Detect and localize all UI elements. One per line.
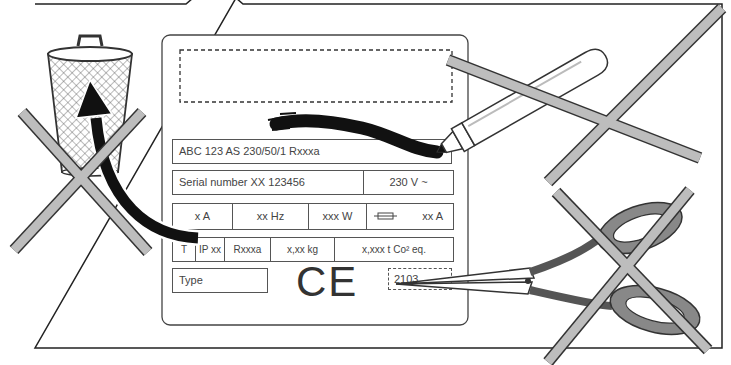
trash-can <box>48 36 132 176</box>
scissors-shank <box>530 290 612 306</box>
plate-cell: xx A <box>366 203 454 230</box>
pen-cone <box>439 131 463 156</box>
arrow-head <box>76 80 112 118</box>
cell-text: x A <box>195 210 210 222</box>
plate-cell: 230 V ~ <box>363 170 454 195</box>
plate-cell: 2103 <box>388 268 452 290</box>
plate-cell: xxx W <box>308 203 367 230</box>
cross-bar <box>548 8 722 182</box>
cell-text: 230 V ~ <box>389 176 427 188</box>
scissors-handle <box>605 277 705 343</box>
scribble-stroke <box>276 121 437 152</box>
cross-bar <box>14 112 142 250</box>
scribble-flecks <box>268 113 296 130</box>
cell-text: IP xx <box>199 244 221 255</box>
cell-text: xx Hz <box>257 210 285 222</box>
cross-bar <box>448 60 700 158</box>
plate-cell: T <box>172 237 196 262</box>
pen-tip <box>435 144 447 157</box>
trash-rim <box>48 47 132 61</box>
scissors-shank <box>530 238 600 272</box>
dashed-field <box>180 50 452 102</box>
plate-cell: IP xx <box>195 237 225 262</box>
pen-body <box>462 45 612 146</box>
cross-bar-outline <box>22 112 148 252</box>
scribble <box>268 113 437 152</box>
discard-arrow <box>76 80 198 238</box>
cell-text: xxx W <box>323 210 353 222</box>
cell-text: T <box>181 244 187 255</box>
cell-text: xx A <box>422 210 443 222</box>
plate-cell: ABC 123 AS 230/50/1 Rxxxa <box>172 139 452 164</box>
trash-bottom <box>62 168 118 176</box>
fuse-body <box>378 213 393 219</box>
cross-bar-outline <box>548 8 722 182</box>
cell-text: x,xx kg <box>287 244 318 255</box>
cross-scissors <box>548 190 708 362</box>
plate-cell: Serial number XX 123456 <box>172 170 364 195</box>
cross-bar <box>556 192 708 350</box>
marker-pen <box>431 45 612 164</box>
trash-basket <box>48 54 132 172</box>
cell-text: 2103 <box>394 273 418 285</box>
rating-plate <box>162 35 468 325</box>
scissors-blade <box>396 268 534 284</box>
scissors-blade <box>396 282 532 294</box>
cross-bar-outline <box>556 192 708 350</box>
plate-cell: x A <box>172 203 233 230</box>
plate-cell: Type <box>172 268 268 293</box>
cell-text: Serial number XX 123456 <box>179 176 305 188</box>
cell-text: x,xxx t Co² eq. <box>362 244 426 255</box>
cross-bar-outline <box>448 60 700 158</box>
ce-mark: CE <box>296 258 358 306</box>
frame <box>35 0 722 348</box>
arrow-halo <box>96 118 198 238</box>
trash-handle <box>78 36 102 46</box>
cross-bar-outline <box>548 190 690 362</box>
pen-highlight <box>468 62 581 126</box>
cell-text: Rxxxa <box>234 244 262 255</box>
handle-hole <box>610 208 670 248</box>
scissors-handle <box>591 192 689 263</box>
fuse-wire <box>374 216 397 217</box>
cross-bin <box>14 112 148 252</box>
cross-bar <box>22 112 148 252</box>
cell-text: Type <box>179 274 203 286</box>
scissors-pivot <box>525 278 531 284</box>
plate-cell: Rxxxa <box>224 237 271 262</box>
fuse-symbol <box>374 213 397 219</box>
arrow-shaft <box>96 118 198 238</box>
plate-cell: xx Hz <box>232 203 309 230</box>
cross-bar-outline <box>14 112 142 250</box>
cross-bar <box>548 190 690 362</box>
cross-marker <box>448 8 722 182</box>
pen-band <box>451 123 474 152</box>
scissors <box>396 192 705 343</box>
cell-text: ABC 123 AS 230/50/1 Rxxxa <box>179 145 320 157</box>
handle-hole <box>623 292 687 329</box>
